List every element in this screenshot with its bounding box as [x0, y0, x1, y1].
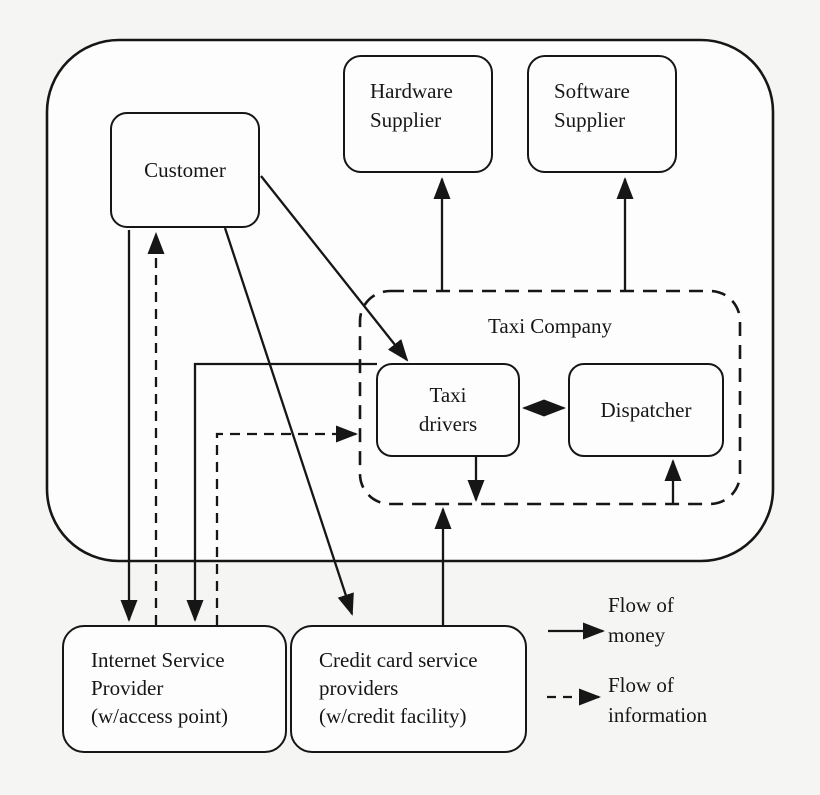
isp-label-line3: (w/access point): [91, 704, 229, 728]
legend-money-label-line2: money: [608, 623, 666, 647]
legend-information-label-line1: Flow of: [608, 673, 674, 697]
dispatcher-label: Dispatcher: [600, 397, 692, 422]
hardware-supplier-label-line2: Supplier: [370, 108, 442, 132]
edge-customer-to-credit-money: [223, 227, 354, 616]
credit-label-line3: (w/credit facility): [319, 704, 467, 728]
legend-money-label: Flow of money: [608, 590, 674, 650]
credit-label-line1: Credit card service: [319, 648, 478, 672]
customer-box: Customer: [110, 112, 260, 228]
software-supplier-box: Software Supplier: [527, 55, 677, 173]
isp-label-line2: Provider: [91, 676, 164, 700]
customer-label: Customer: [144, 157, 226, 182]
hardware-supplier-box: Hardware Supplier: [343, 55, 493, 173]
dispatcher-box: Dispatcher: [568, 363, 724, 457]
legend-information-label-line2: information: [608, 703, 708, 727]
software-supplier-label-line2: Supplier: [554, 108, 626, 132]
software-supplier-label-line1: Software: [554, 79, 630, 103]
edge-taxi-drivers-to-isp-money: [186, 362, 377, 622]
legend-information-label: Flow of information: [608, 670, 707, 730]
taxi-drivers-label-line1: Taxi: [429, 383, 467, 407]
isp-label-line1: Internet Service: [91, 648, 225, 672]
edge-isp-to-taxi-drivers-information: [215, 425, 358, 625]
taxi-drivers-box: Taxi drivers: [376, 363, 520, 457]
hardware-supplier-label-line1: Hardware: [370, 79, 453, 103]
taxi-drivers-label-line2: drivers: [418, 412, 478, 436]
internet-service-provider-box: Internet Service Provider (w/access poin…: [62, 625, 287, 753]
taxi-company-label: Taxi Company: [488, 314, 612, 338]
credit-label-line2: providers: [319, 676, 399, 700]
credit-card-providers-box: Credit card service providers (w/credit …: [290, 625, 527, 753]
edge-customer-to-taxi-drivers-money: [260, 175, 409, 362]
legend-money-label-line1: Flow of: [608, 593, 674, 617]
taxi-company-boundary-box: [358, 289, 742, 506]
